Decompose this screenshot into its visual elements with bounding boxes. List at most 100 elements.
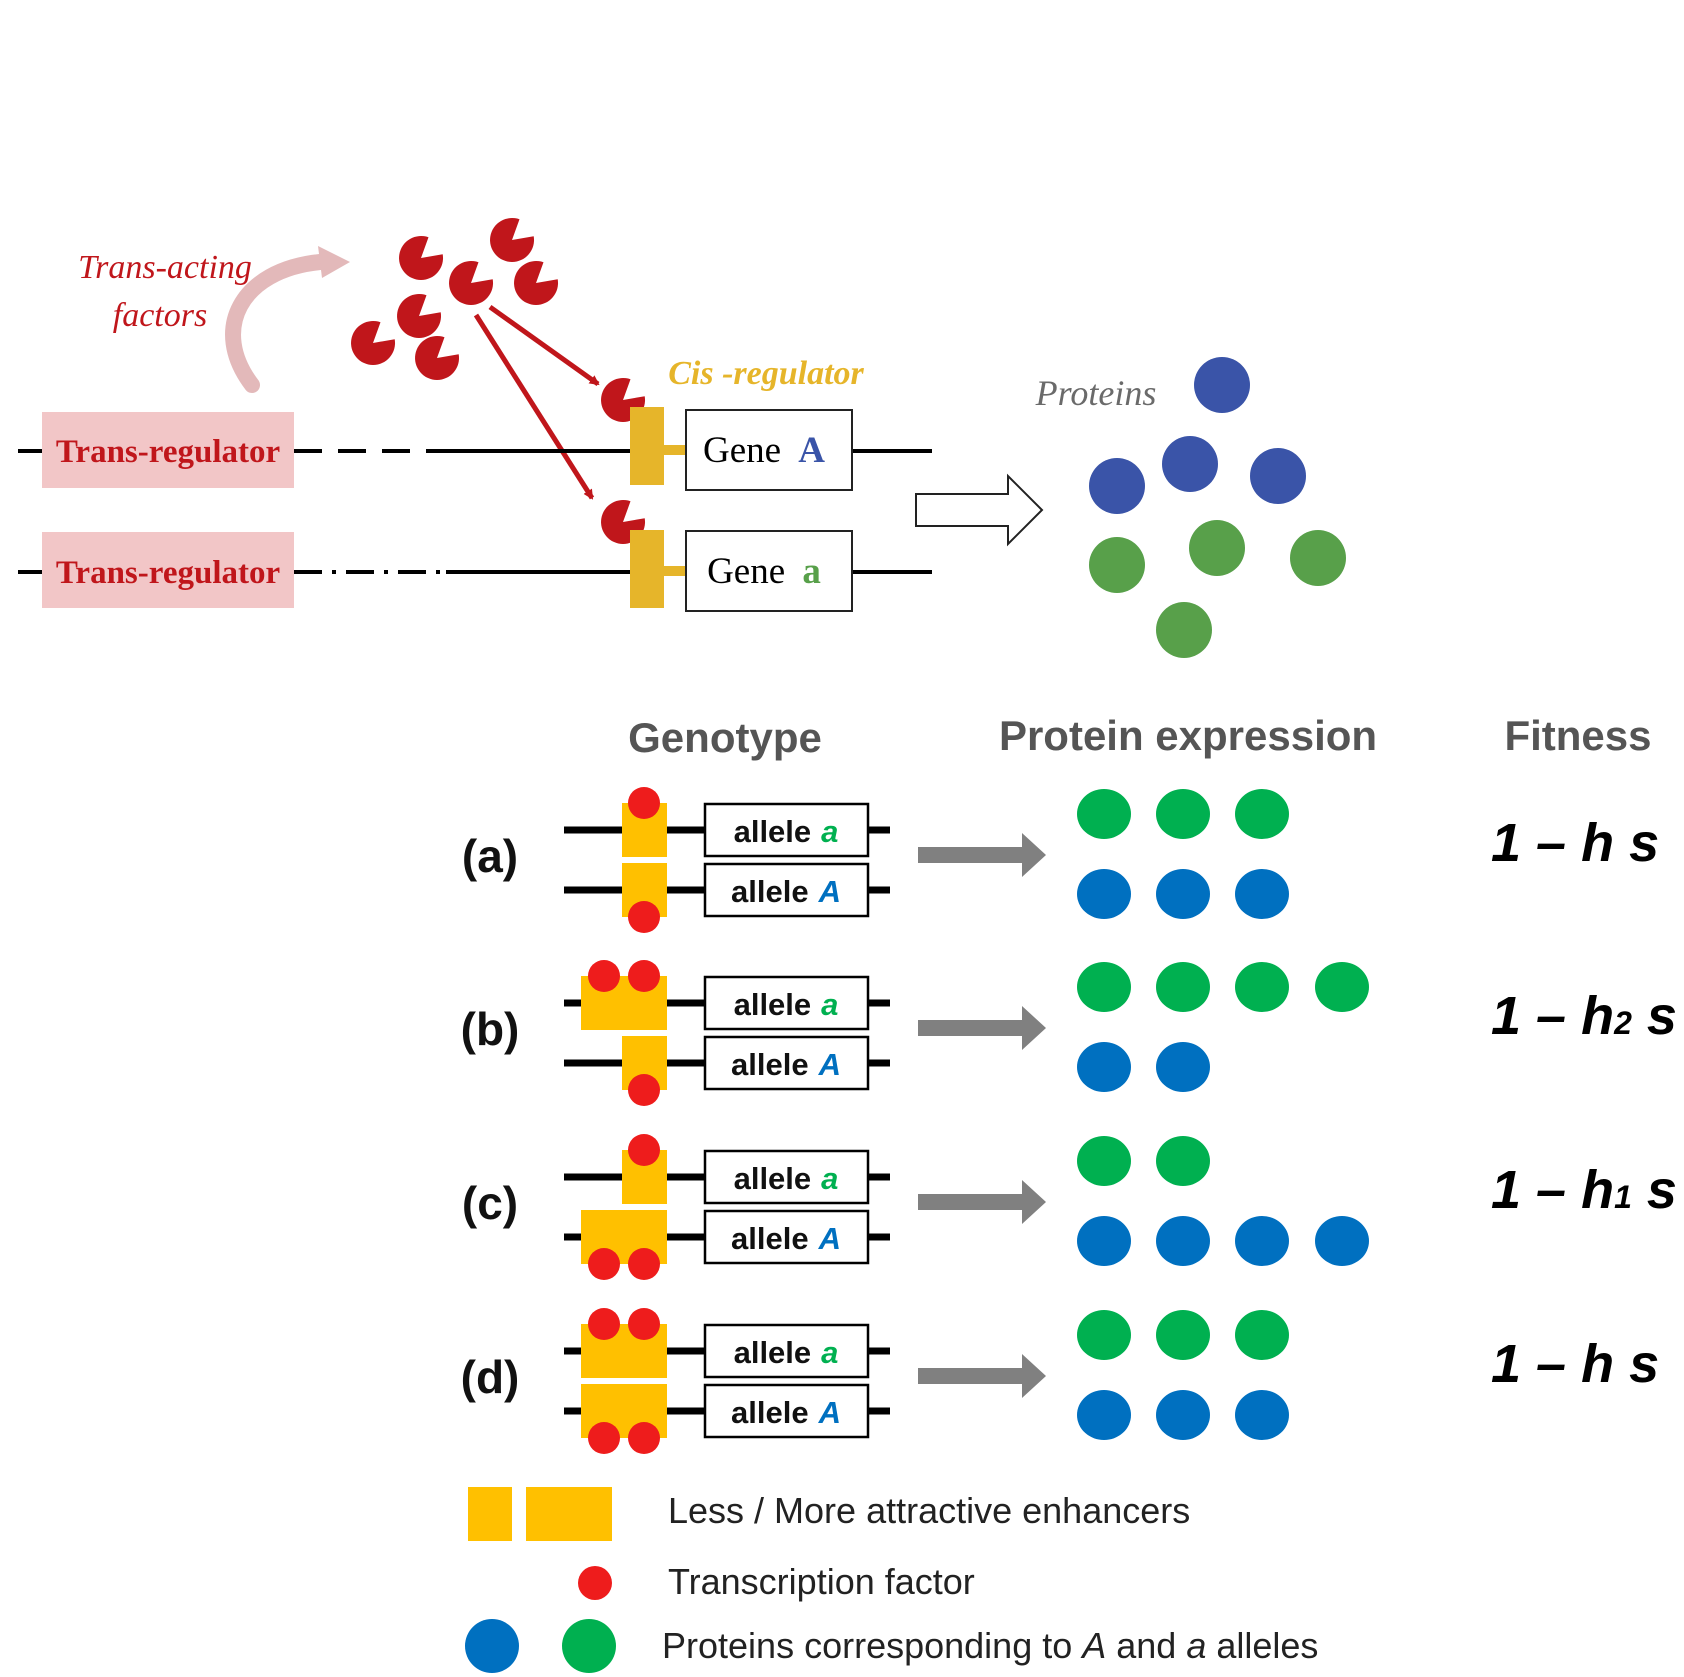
trans-acting-label-line1: Trans-acting xyxy=(78,249,252,286)
legend-protein-a-icon xyxy=(562,1619,616,1673)
trans-regulator-box-2 xyxy=(42,532,294,608)
chromosome-2: Trans-regulator Gene a xyxy=(18,530,932,612)
top-protein-A xyxy=(1089,458,1145,514)
protein-a-dot xyxy=(1156,1310,1210,1360)
row-label: (a) xyxy=(462,830,518,882)
gene-a-box xyxy=(685,530,853,612)
gene-a-label: Gene a xyxy=(707,551,821,592)
transcription-factor-dot xyxy=(628,1134,660,1166)
transcription-factor-dot xyxy=(628,960,660,992)
protein-A-dot xyxy=(1156,869,1210,919)
gene-a-word: Gene xyxy=(707,551,785,592)
gene-A-letter: A xyxy=(798,430,825,471)
top-protein-a xyxy=(1189,520,1245,576)
allele-word: allele xyxy=(731,1047,809,1082)
fitness-suffix: s xyxy=(1632,1160,1677,1220)
allele-letter: a xyxy=(821,1335,838,1370)
transcription-factor-dot xyxy=(628,901,660,933)
protein-A-dot xyxy=(1077,1390,1131,1440)
allele-letter: A xyxy=(818,874,841,909)
allele-label: allele A xyxy=(731,1047,841,1082)
allele-box xyxy=(703,1035,870,1091)
transcription-factor-dot xyxy=(628,1074,660,1106)
top-proteins xyxy=(1089,357,1346,658)
binding-arrow-1 xyxy=(488,304,600,387)
top-schematic: Trans-acting factors Trans-regulator Gen… xyxy=(18,217,1346,658)
trans-regulator-label-2: Trans-regulator xyxy=(56,555,280,591)
fitness-prefix: 1 – h xyxy=(1491,986,1614,1046)
protein-a-dot xyxy=(1077,1136,1131,1186)
trans-acting-factor-icon xyxy=(449,260,494,305)
protein-a-dot xyxy=(1315,962,1369,1012)
protein-A-dot xyxy=(1235,1216,1289,1266)
protein-a-dot xyxy=(1077,1310,1131,1360)
allele-letter: A xyxy=(818,1221,841,1256)
trans-regulator-box-1 xyxy=(42,412,294,488)
trans-acting-label-line2: factors xyxy=(113,297,207,334)
allele-letter: A xyxy=(818,1047,841,1082)
gene-A-label: Gene A xyxy=(703,430,825,471)
legend-proteins-A: A xyxy=(1080,1625,1106,1666)
allele-box xyxy=(703,802,870,858)
transcription-factor-dot xyxy=(588,1308,620,1340)
protein-A-dot xyxy=(1156,1216,1210,1266)
legend-tf-label: Transcription factor xyxy=(668,1561,975,1602)
trans-acting-factor-icon xyxy=(415,335,460,380)
top-protein-a xyxy=(1089,537,1145,593)
row-label: (b) xyxy=(461,1003,520,1055)
gene-A-word: Gene xyxy=(703,430,781,471)
allele-word: allele xyxy=(734,1335,812,1370)
fitness-header: Fitness xyxy=(1504,712,1651,759)
fitness-prefix: 1 – h xyxy=(1491,813,1614,873)
protein-A-dot xyxy=(1077,1042,1131,1092)
protein-a-dot xyxy=(1156,962,1210,1012)
allele-word: allele xyxy=(734,814,812,849)
protein-a-dot xyxy=(1156,789,1210,839)
protein-A-dot xyxy=(1077,1216,1131,1266)
legend-proteins-label: Proteins corresponding to A and a allele… xyxy=(662,1625,1318,1666)
trans-acting-factor-icon xyxy=(351,320,396,365)
trans-acting-factor-icon xyxy=(490,217,535,262)
allele-letter: a xyxy=(821,987,838,1022)
genotype-header: Genotype xyxy=(628,714,822,761)
allele-word: allele xyxy=(731,1395,809,1430)
curved-arrow-head-icon xyxy=(318,246,350,278)
binding-arrow-2 xyxy=(473,313,595,500)
allele-box xyxy=(703,1323,870,1379)
allele-box xyxy=(703,1209,870,1265)
trans-regulator-label-1: Trans-regulator xyxy=(56,434,280,470)
fitness-value: 1 – h s xyxy=(1491,813,1659,873)
protein-a-dot xyxy=(1077,789,1131,839)
legend-proteins-a: a xyxy=(1186,1625,1206,1666)
expression-arrow-icon xyxy=(918,1354,1046,1398)
allele-word: allele xyxy=(731,874,809,909)
protein-a-dot xyxy=(1156,1136,1210,1186)
fitness-subscript: 1 xyxy=(1614,1179,1632,1215)
protein-a-dot xyxy=(1235,789,1289,839)
protein-A-dot xyxy=(1077,869,1131,919)
fitness-suffix: s xyxy=(1614,813,1659,873)
allele-letter: a xyxy=(821,1161,838,1196)
cis-regulator-block-1 xyxy=(630,407,664,485)
allele-letter: a xyxy=(821,814,838,849)
allele-box xyxy=(703,975,870,1031)
row-label: (d) xyxy=(461,1351,520,1403)
row-label: (c) xyxy=(462,1177,518,1229)
protein-A-dot xyxy=(1235,869,1289,919)
legend-proteins-mid: and xyxy=(1106,1625,1186,1666)
expression-arrow-icon xyxy=(918,1006,1046,1050)
top-protein-a xyxy=(1290,530,1346,586)
fitness-suffix: s xyxy=(1614,1334,1659,1394)
transcription-factor-dot xyxy=(588,1248,620,1280)
